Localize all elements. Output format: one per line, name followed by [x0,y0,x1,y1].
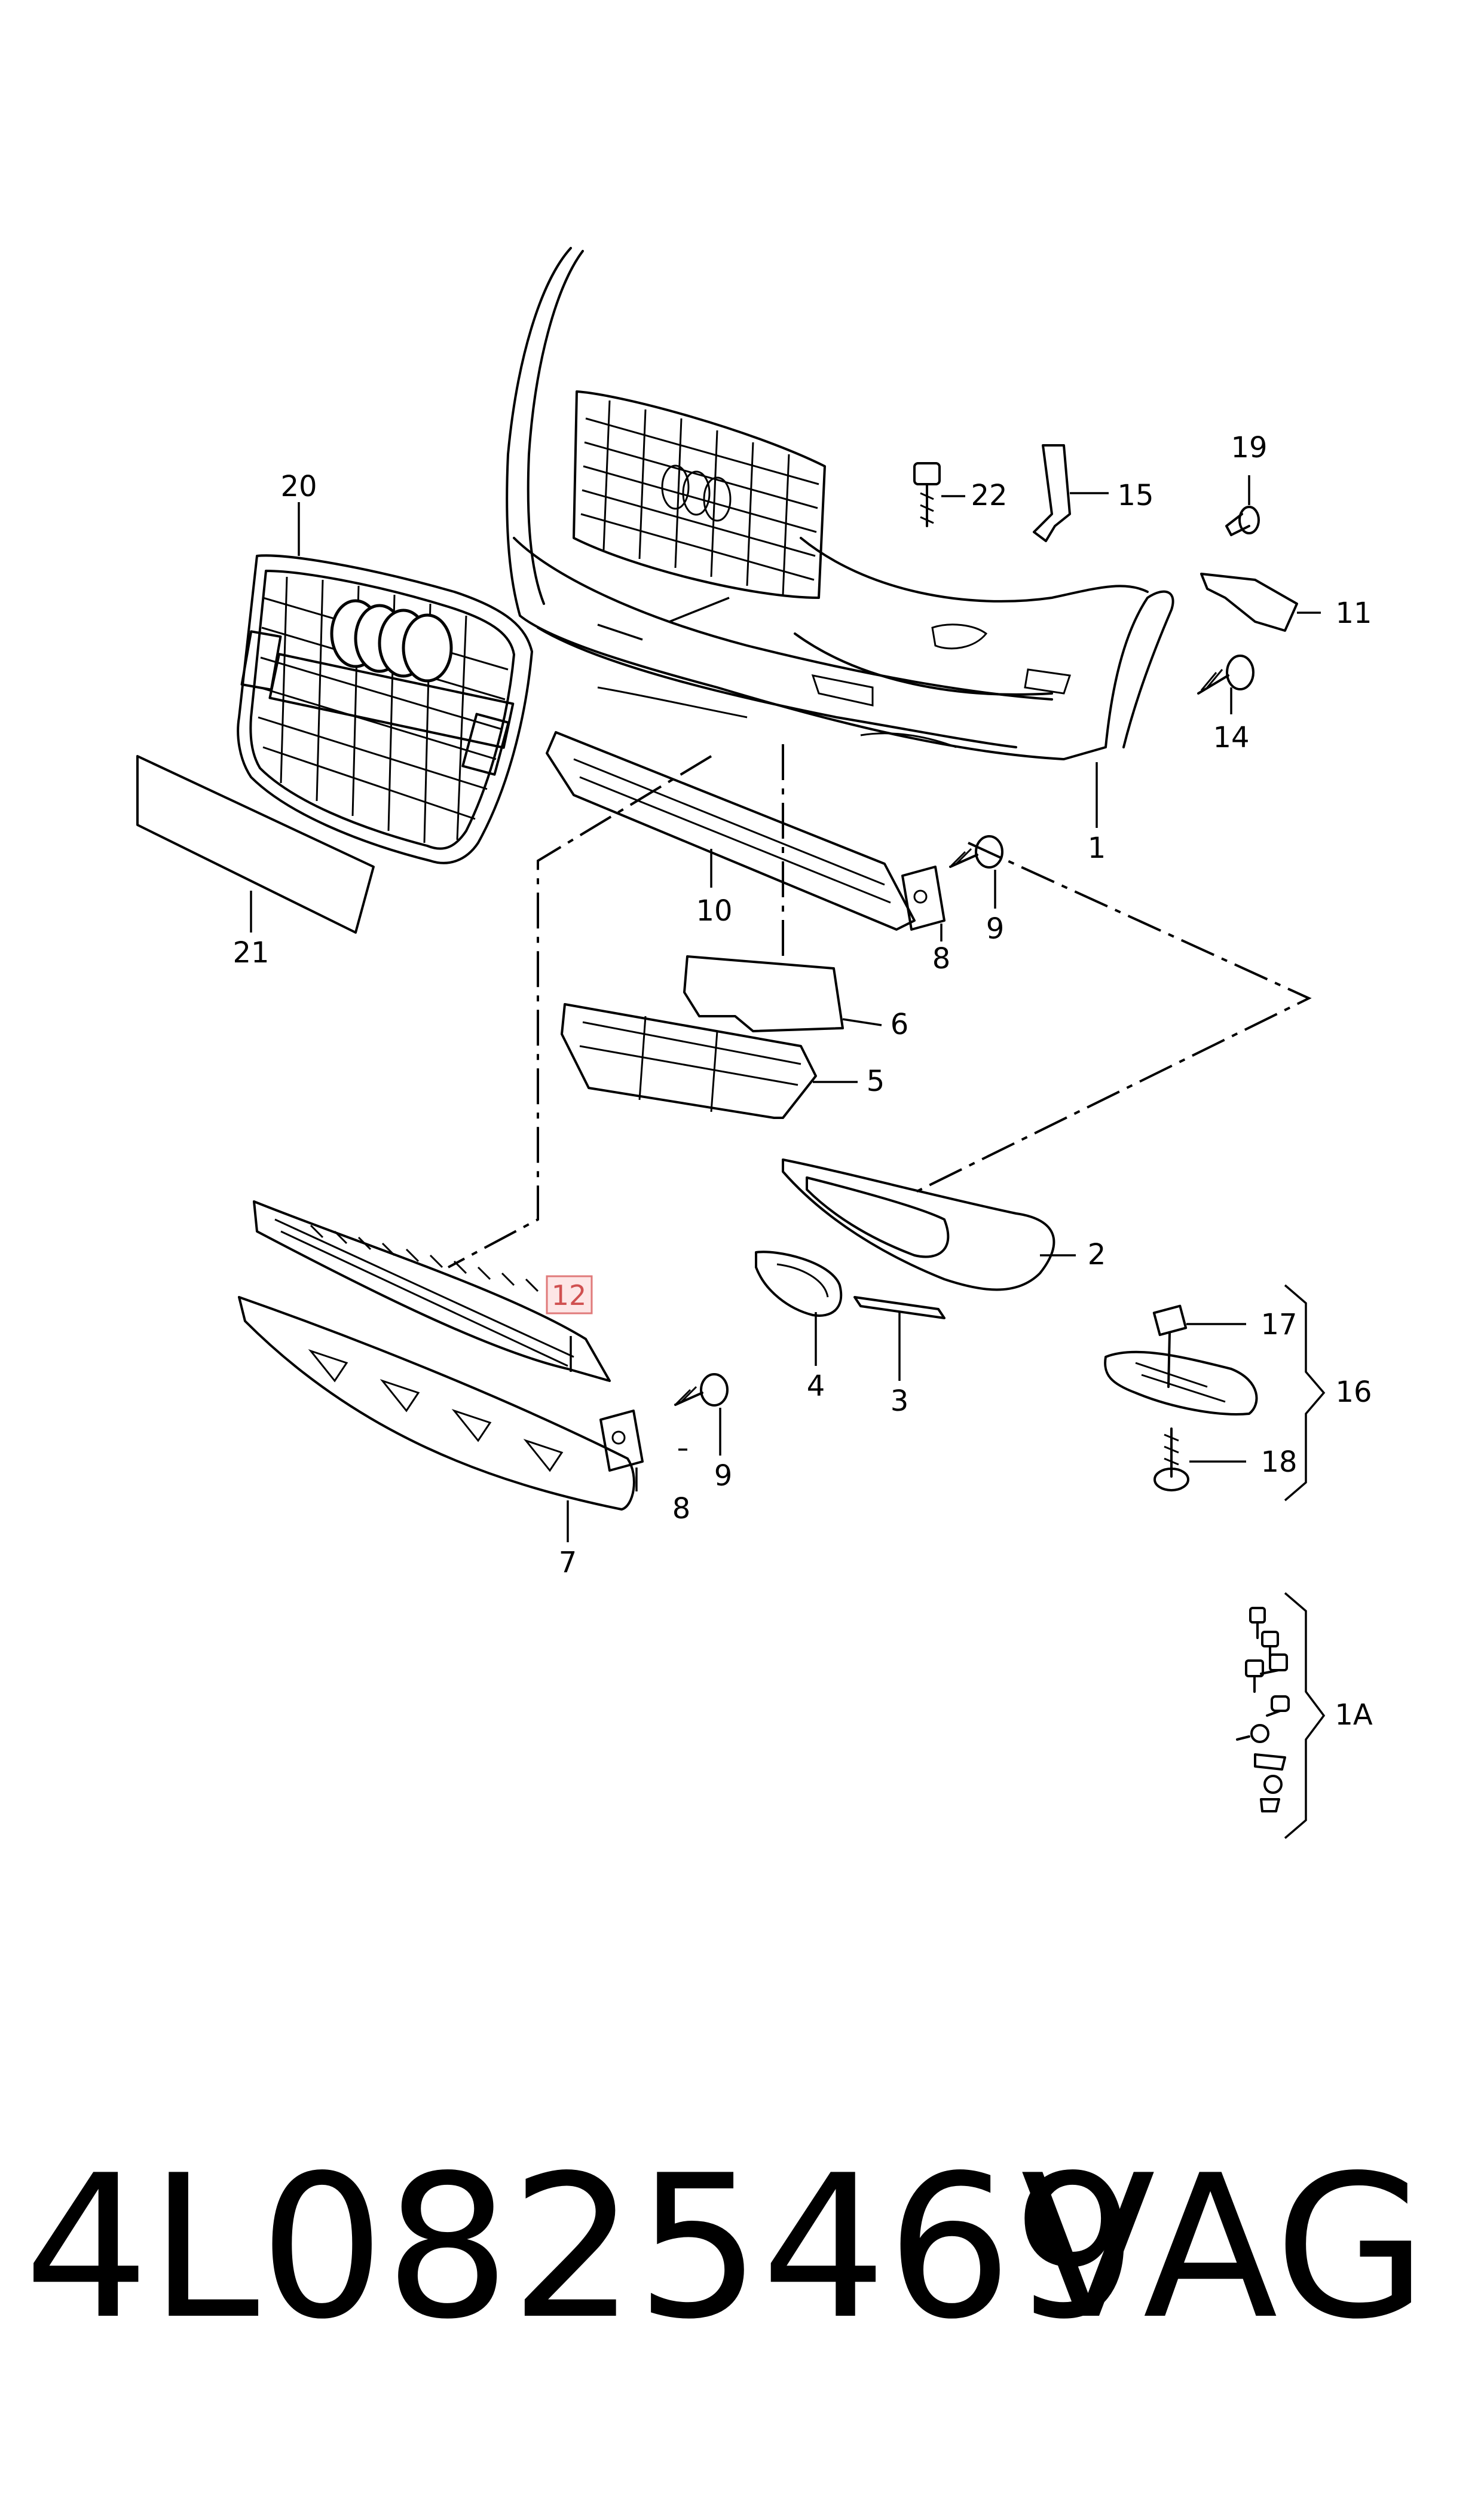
callout-2: 2 [1088,1238,1106,1271]
clip-lower [599,1410,644,1472]
lower-grille-bracket [546,731,916,931]
part-number: 4L0825469 [24,2133,1138,2362]
callout-1: 1 [1088,831,1106,865]
callout-3: 3 [891,1384,909,1418]
callout-18: 18 [1260,1445,1297,1479]
license-plate-holder [136,755,375,934]
guide-profile-assembly [1104,1304,1258,1491]
assembly-guide-lines [448,744,1312,1268]
mounting-bracket [1033,444,1071,542]
side-air-vent-grille [561,1003,817,1119]
callout-20: 20 [280,470,317,503]
callout-1a: 1A [1335,1698,1373,1732]
fog-light-bracket [683,955,844,1032]
callout-22: 22 [971,479,1007,512]
radiator-grille [237,554,533,864]
screw-upper [949,835,1003,869]
chrome-trim-strip [853,1296,946,1319]
callout-9-lower: 9 [714,1459,733,1493]
callout-4: 4 [807,1369,825,1403]
callout-19: 19 [1231,431,1267,464]
callout-7: 7 [559,1546,577,1579]
bolt-22 [913,462,941,527]
callout-21: 21 [232,936,269,970]
callout-17: 17 [1260,1308,1297,1341]
callout-8-lower: 8 [672,1492,691,1526]
callout-11: 11 [1335,597,1372,630]
leader-lines [250,475,1326,1839]
callout-labels: 20 21 1 10 8 9 6 5 2 4 3 7 8 9 22 15 19 … [232,431,1372,1732]
front-bumper-cover [506,247,1174,760]
callout-6: 6 [891,1008,909,1041]
callout-14: 14 [1213,721,1249,754]
callout-8-upper: 8 [932,942,951,976]
clip-upper [901,866,946,931]
callout-12: 12 [552,1279,587,1312]
fog-light-ring [755,1251,843,1317]
callout-9-upper: 9 [986,912,1005,946]
lower-spoiler-grille [253,1200,611,1382]
callout-5: 5 [867,1065,885,1098]
fixing-pin [1225,506,1260,536]
callout-10: 10 [696,894,732,928]
fastener-set [1236,1607,1290,1812]
highlighted-callout-12[interactable]: 12 [546,1275,593,1314]
fog-light-frame [782,1158,1055,1291]
lower-spoiler-trim [238,1296,635,1511]
callout-15: 15 [1117,479,1153,512]
screw-14 [1197,655,1254,695]
brand-label: VAG [1020,2133,1427,2362]
callout-16: 16 [1335,1375,1372,1409]
screw-lower [674,1373,729,1407]
side-guide-bracket [1200,573,1298,632]
